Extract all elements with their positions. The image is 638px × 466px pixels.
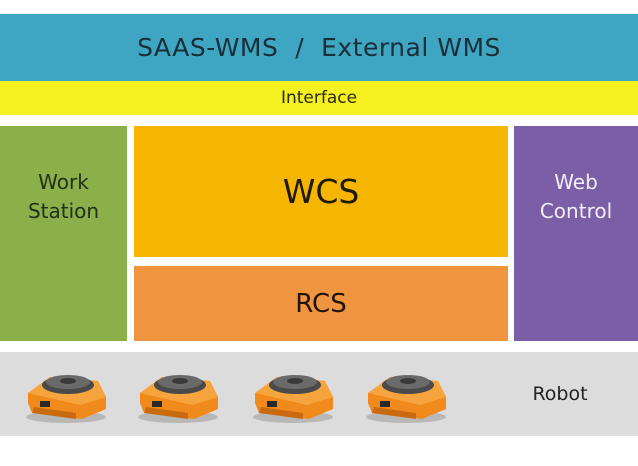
wms-layer-label: SAAS-WMS / External WMS <box>137 33 501 62</box>
rcs-label: RCS <box>295 288 347 319</box>
rcs-block: RCS <box>134 266 508 341</box>
interface-label: Interface <box>280 88 358 108</box>
interface-layer: Interface <box>0 81 638 115</box>
wcs-block: WCS <box>134 126 508 257</box>
wms-layer: SAAS-WMS / External WMS <box>0 14 638 81</box>
robot-label: Robot <box>532 383 588 405</box>
robot-icon <box>138 375 218 423</box>
work-station-block: Work Station <box>0 126 127 341</box>
robot-icon <box>253 375 333 423</box>
robot-icon <box>366 375 446 423</box>
web-control-label: Web Control <box>539 170 613 223</box>
work-station-label: Work Station <box>27 170 100 223</box>
web-control-block: Web Control <box>514 126 638 341</box>
wcs-label: WCS <box>282 172 360 211</box>
robot-icon <box>26 375 106 423</box>
